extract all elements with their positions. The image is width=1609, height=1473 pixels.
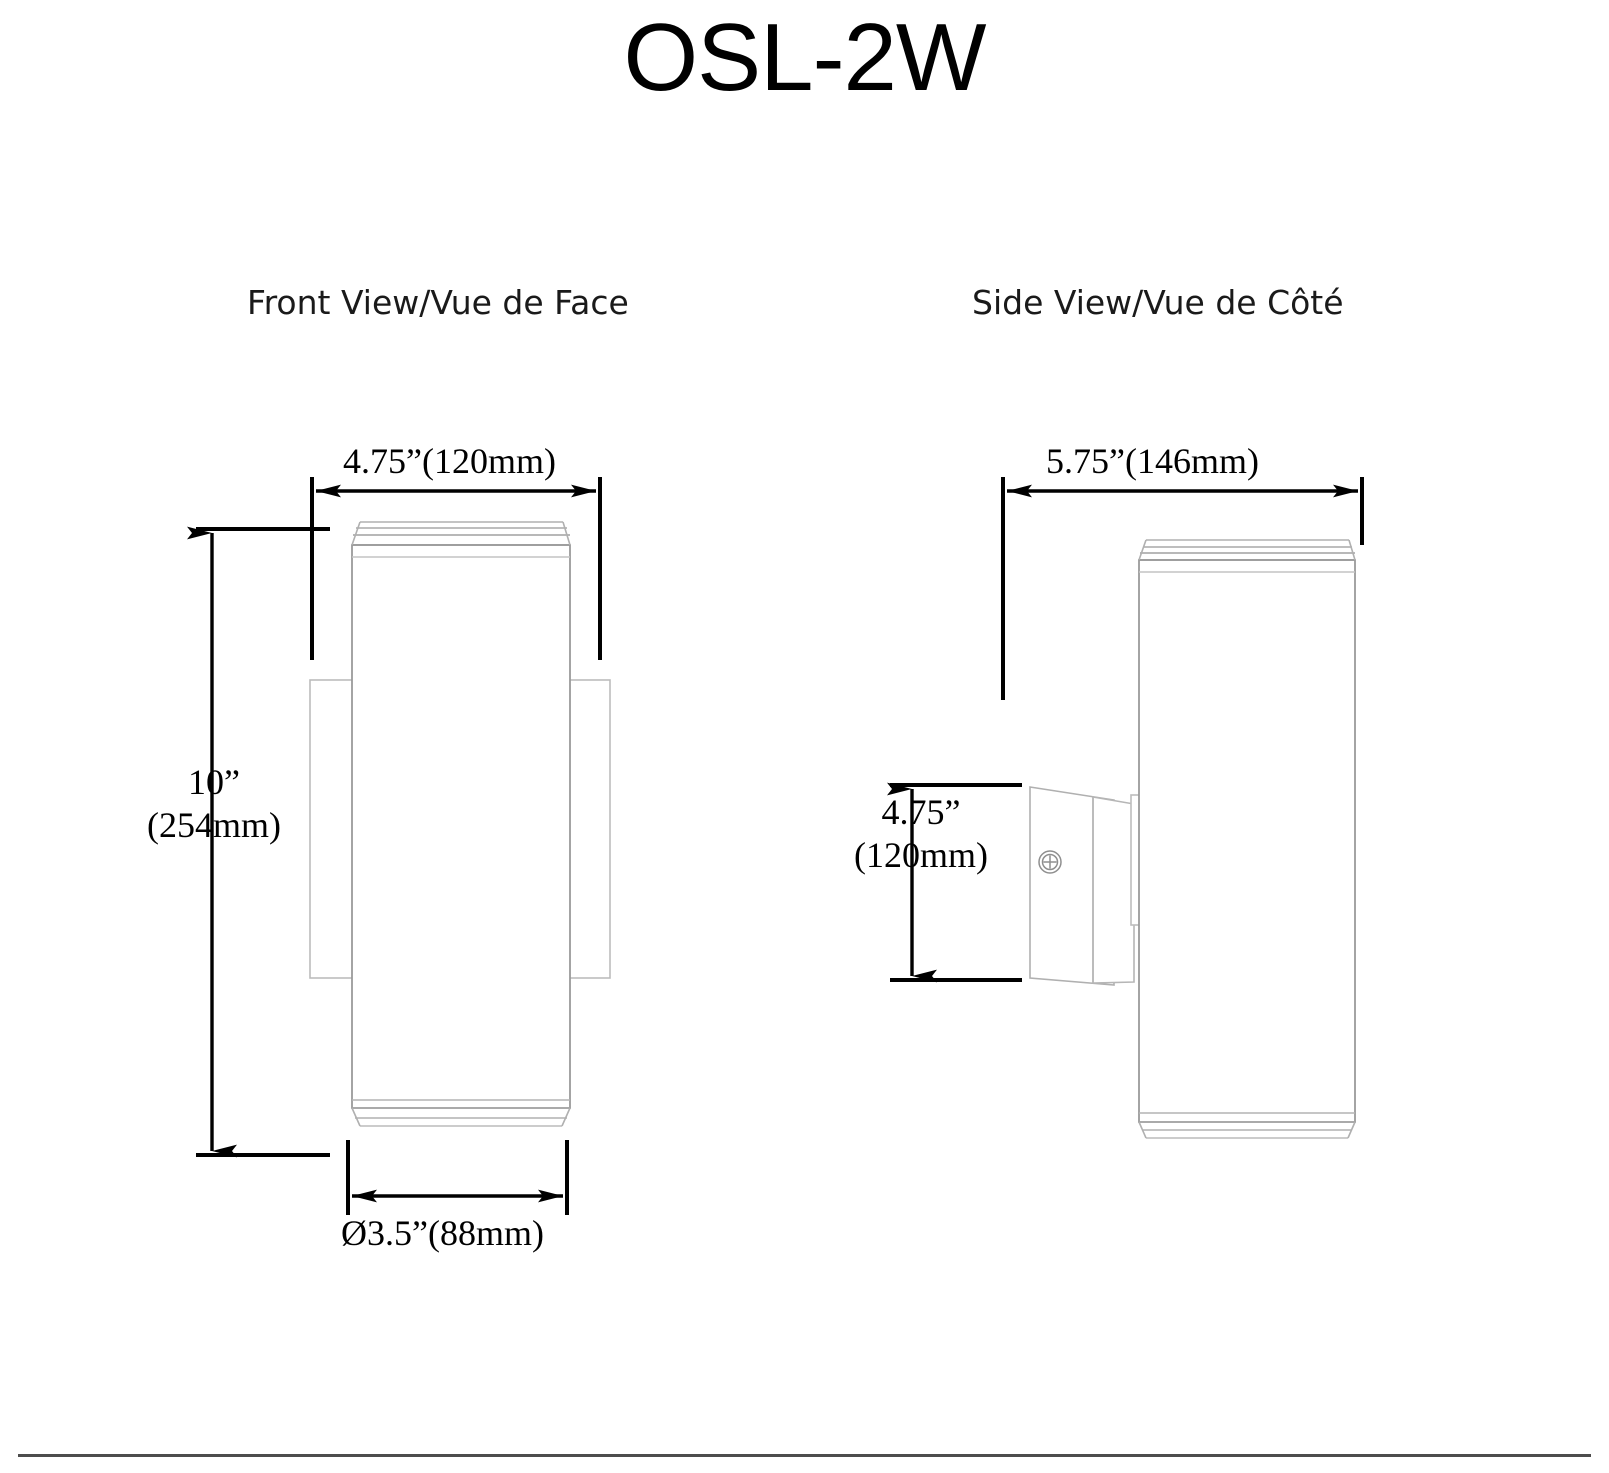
front-diameter-dimension-text: Ø3.5”(88mm) (341, 1213, 544, 1253)
side-depth-dimension-text: 5.75”(146mm) (1046, 441, 1259, 481)
front-bottom-cap-side-left (351, 1107, 361, 1127)
front-top-cap-side-left (351, 521, 361, 546)
front-view-fixture (309, 521, 611, 1127)
front-view-dimensions (187, 477, 602, 1215)
front-cylinder-body (351, 544, 571, 1109)
side-bottom-cap-side-right (1347, 1121, 1356, 1139)
side-top-cap-side-left (1138, 539, 1147, 561)
front-view-label: Front View/Vue de Face (247, 283, 629, 322)
front-backplate-right (565, 679, 611, 979)
front-width-dimension-text: 4.75”(120mm) (343, 441, 556, 481)
front-backplate-left (309, 679, 355, 979)
front-top-cap-side-right (562, 521, 571, 546)
side-top-cap-side-right (1348, 539, 1356, 561)
side-cylinder-body (1138, 559, 1356, 1123)
side-backplate-inner (1092, 796, 1135, 984)
side-bottom-cap-side-left (1138, 1121, 1147, 1139)
front-bottom-cap-side-right (561, 1107, 571, 1127)
side-view-dimensions (887, 477, 1364, 983)
side-view-label: Side View/Vue de Côté (972, 283, 1344, 322)
phillips-screw-icon (1038, 850, 1062, 874)
side-view-fixture (1029, 539, 1356, 1139)
page-title: OSL-2W (623, 4, 986, 111)
footer-divider (18, 1454, 1591, 1457)
